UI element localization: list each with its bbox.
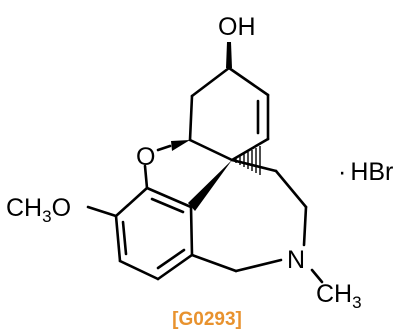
n-methyl-label: CH3	[316, 280, 362, 312]
bond-c2-c3	[188, 138, 234, 162]
bond-c5-cOH	[227, 66, 270, 97]
wedge-cOH-O	[226, 42, 232, 68]
bond-ar1-ar2	[145, 186, 193, 209]
compound-code: [G0293]	[172, 309, 242, 330]
wedge-c3-ar2	[188, 160, 232, 211]
bond-o-ar	[143, 164, 149, 190]
bond-ar2-ar3	[189, 205, 194, 257]
hydroxyl-label: OH	[218, 13, 256, 41]
ring-oxygen-label: O	[136, 143, 155, 171]
bond-ar6-ome	[86, 205, 118, 218]
bond-ar-inner-1	[150, 197, 185, 214]
hashed-wedge-c3	[235, 146, 261, 175]
bond-ch2-ar3	[190, 253, 238, 273]
bond-ar-inner-2	[156, 248, 186, 270]
bonds	[86, 66, 324, 284]
nitrogen-label: N	[287, 246, 305, 274]
bond-n-ch2	[234, 258, 283, 273]
bond-ch2a-ch2b	[274, 169, 308, 209]
methoxy-label: CH3O	[6, 194, 71, 226]
salt-label: ·HBr	[338, 158, 393, 186]
bond-ar-inner-3	[121, 220, 128, 256]
bond-c1-c2	[188, 94, 194, 142]
bond-c2-o	[156, 144, 172, 152]
bond-ar3-ar4	[156, 253, 194, 281]
wedge-c2-o	[171, 140, 190, 151]
atom-labels: OH O CH3O N CH3 ·HBr	[6, 13, 393, 312]
bond-c3-ch2a	[230, 158, 278, 173]
bond-cOH-c1	[190, 66, 231, 98]
bond-ar6-ar1	[114, 186, 149, 218]
bond-ar4-ar5	[118, 259, 160, 281]
bond-c3-c4	[230, 137, 270, 162]
bond-ar5-ar6	[114, 214, 122, 263]
bond-ch2b-n	[302, 205, 308, 247]
bond-n-methyl	[310, 268, 324, 284]
stereo-bonds	[171, 42, 261, 211]
